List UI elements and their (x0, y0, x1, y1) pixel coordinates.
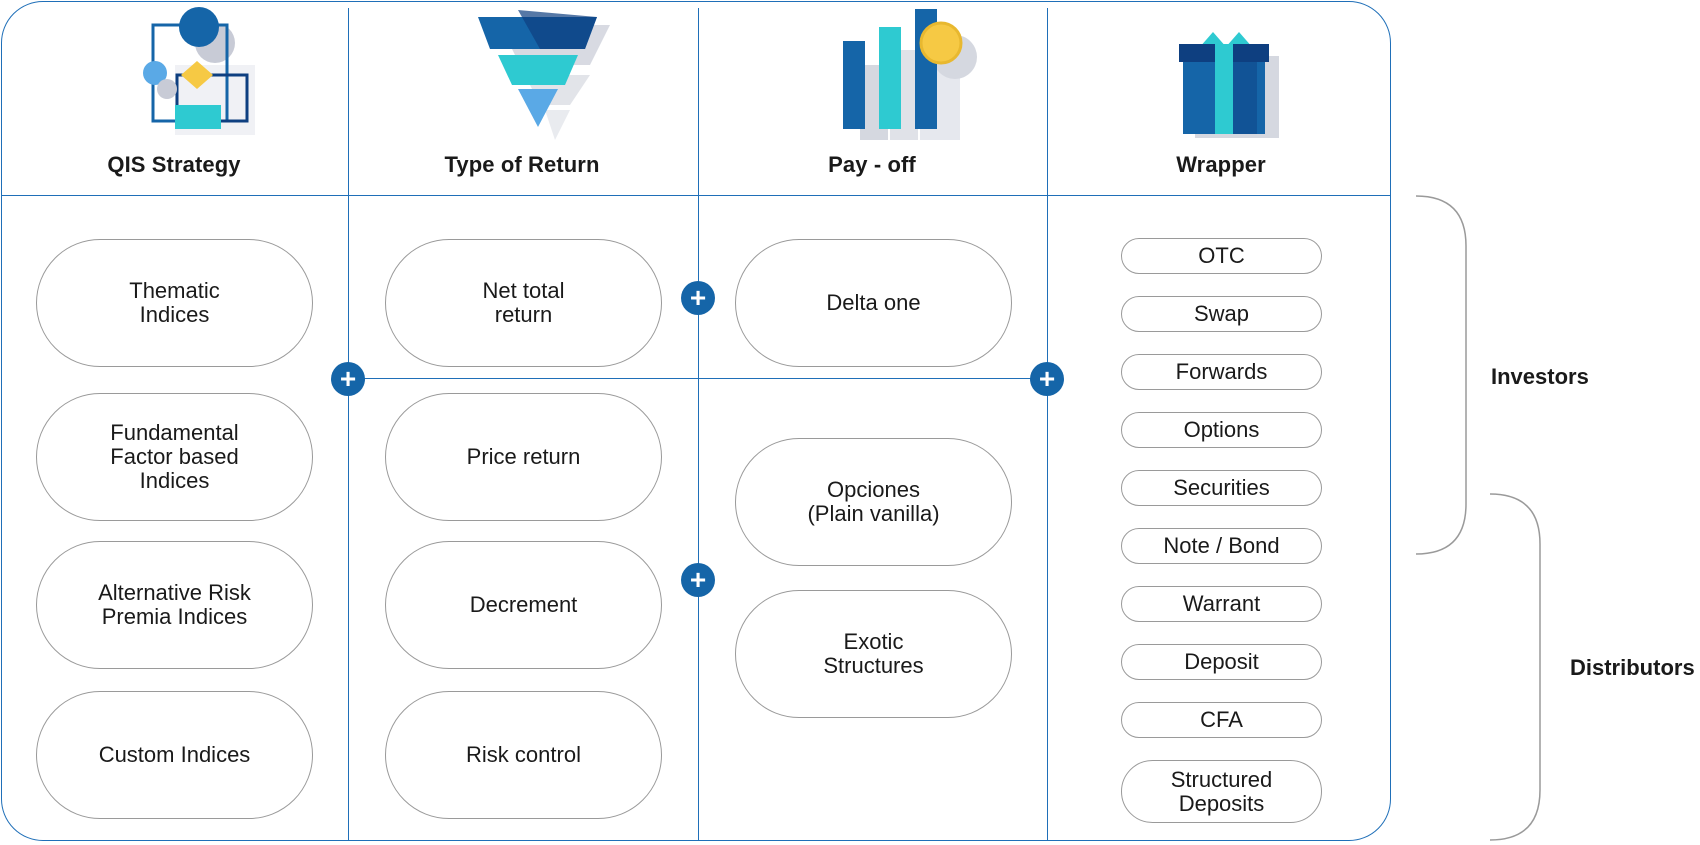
wrapper-swap: Swap (1121, 296, 1322, 332)
plus-icon: + (681, 563, 715, 597)
wrapper-options: Options (1121, 412, 1322, 448)
wrapper-warrant: Warrant (1121, 586, 1322, 622)
column-divider-2 (698, 8, 699, 841)
plus-icon: + (681, 281, 715, 315)
column-title-qis-strategy: QIS Strategy (107, 152, 241, 177)
plus-icon: + (331, 362, 365, 396)
column-divider-3 (1047, 8, 1048, 841)
return-risk-control: Risk control (385, 691, 662, 819)
wrapper-otc: OTC (1121, 238, 1322, 274)
investors-brace (1415, 195, 1467, 555)
payoff-plain-vanilla: Opciones (Plain vanilla) (735, 438, 1012, 566)
distributors-brace (1489, 493, 1541, 841)
wrapper-forwards: Forwards (1121, 354, 1322, 390)
return-price: Price return (385, 393, 662, 521)
return-payoff-divider (348, 378, 1047, 379)
column-title-wrapper: Wrapper (1176, 152, 1266, 177)
payoff-exotic-structures: Exotic Structures (735, 590, 1012, 718)
column-title-type-of-return: Type of Return (444, 152, 600, 177)
wrapper-securities: Securities (1121, 470, 1322, 506)
bar-chart-coin-icon (843, 9, 977, 140)
header-divider (1, 195, 1391, 196)
investors-label: Investors (1491, 364, 1589, 389)
column-divider-1 (348, 8, 349, 841)
payoff-delta-one: Delta one (735, 239, 1012, 367)
return-decrement: Decrement (385, 541, 662, 669)
wrapper-note-bond: Note / Bond (1121, 528, 1322, 564)
flowchart-icon (143, 7, 255, 135)
wrapper-deposit: Deposit (1121, 644, 1322, 680)
qis-fundamental-factor-indices: Fundamental Factor based Indices (36, 393, 313, 521)
wrapper-cfa: CFA (1121, 702, 1322, 738)
funnel-icon (478, 10, 610, 140)
column-title-pay-off: Pay - off (828, 152, 916, 177)
gift-box-icon (1179, 32, 1279, 138)
diagram-frame (1, 1, 1391, 841)
distributors-label: Distributors (1570, 655, 1695, 680)
qis-thematic-indices: Thematic Indices (36, 239, 313, 367)
qis-custom-indices: Custom Indices (36, 691, 313, 819)
wrapper-structured-deposits: Structured Deposits (1121, 760, 1322, 823)
qis-alternative-risk-premia: Alternative Risk Premia Indices (36, 541, 313, 669)
return-net-total: Net total return (385, 239, 662, 367)
plus-icon: + (1030, 362, 1064, 396)
